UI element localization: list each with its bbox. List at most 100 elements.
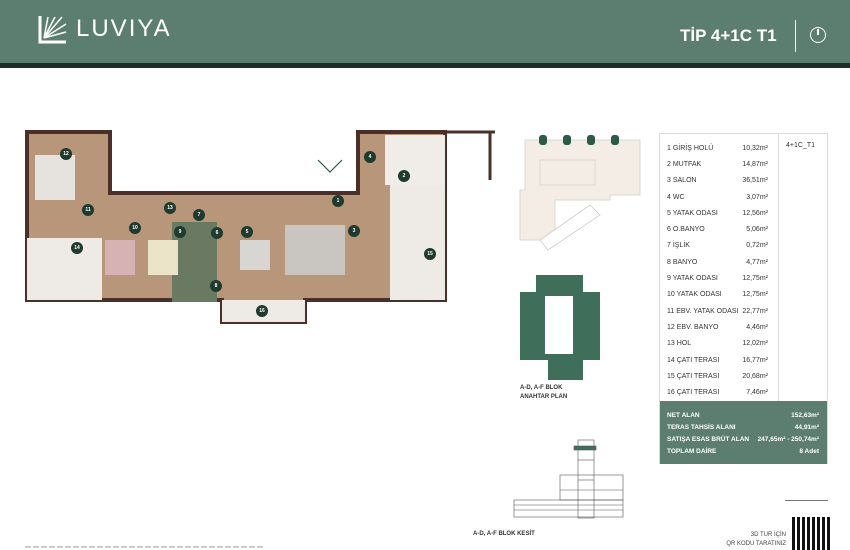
room-row: 5 YATAK ODASI 12,56m² xyxy=(660,205,778,221)
room-area: 3,07m² xyxy=(746,193,768,201)
summary-label: SATIŞA ESAS BRÜT ALAN xyxy=(667,435,750,443)
summary-value: 152,63m² xyxy=(791,411,819,419)
room-name: 6 O.BANYO xyxy=(667,226,705,234)
summary-label: NET ALAN xyxy=(667,411,700,419)
header-separator xyxy=(795,20,796,52)
summary-value: 44,91m² xyxy=(794,423,819,431)
column-divider xyxy=(778,134,779,401)
room-area: 10,32m² xyxy=(742,144,768,152)
room-marker-3: 3 xyxy=(348,225,360,237)
room-area: 4,46m² xyxy=(746,323,768,331)
section-caption: A-D, A-F BLOK KESİT xyxy=(473,531,535,537)
summary-row: SATIŞA ESAS BRÜT ALAN 247,65m² - 250,74m² xyxy=(667,433,819,445)
room-row: 14 ÇATI TERASI 16,77m² xyxy=(660,352,778,368)
area-table: 1 GİRİŞ HOLÜ 10,32m² 2 MUTFAK 14,87m² 3 SALO… xyxy=(659,133,828,464)
area-summary: NET ALAN 152,63m² TERAS TAHSİS ALANI 44,91m… xyxy=(660,401,827,464)
room-row: 1 GİRİŞ HOLÜ 10,32m² xyxy=(660,140,778,156)
room-name: 11 EBV. YATAK ODASI xyxy=(667,307,739,315)
room-marker-8: 8 xyxy=(210,280,222,292)
room-marker-16: 16 xyxy=(256,305,268,317)
summary-row: TOPLAM DAİRE 8 Adet xyxy=(667,445,819,457)
room-area: 20,68m² xyxy=(742,372,768,380)
room-marker-14: 14 xyxy=(71,242,83,254)
room-row: 4 WC 3,07m² xyxy=(660,189,778,205)
room-row: 7 İŞLİK 0,72m² xyxy=(660,238,778,254)
room-name: 4 WC xyxy=(667,193,685,201)
summary-value: 8 Adet xyxy=(799,447,819,455)
room-row: 8 BANYO 4,77m² xyxy=(660,254,778,270)
room-list: 1 GİRİŞ HOLÜ 10,32m² 2 MUTFAK 14,87m² 3 SALO… xyxy=(660,134,778,401)
room-name: 15 ÇATI TERASI xyxy=(667,372,720,380)
header-divider xyxy=(0,63,850,68)
qr-text-1: 3D TUR İÇİN xyxy=(750,532,786,538)
room-row: 6 O.BANYO 5,06m² xyxy=(660,221,778,237)
page-title: TİP 4+1C T1 xyxy=(680,26,777,45)
room-marker-11: 11 xyxy=(82,204,94,216)
room-area: 16,77m² xyxy=(742,356,768,364)
room-marker-5: 5 xyxy=(241,226,253,238)
room-area: 0,72m² xyxy=(746,242,768,250)
footnote xyxy=(25,546,265,548)
summary-label: TERAS TAHSİS ALANI xyxy=(667,423,736,431)
qr-instructions: 3D TUR İÇİN QR KODU TARATINIZ xyxy=(720,531,786,549)
room-row: 13 HOL 12,02m² xyxy=(660,336,778,352)
logo-icon xyxy=(38,16,67,44)
qr-text-2: QR KODU TARATINIZ xyxy=(726,541,786,547)
room-row: 9 YATAK ODASI 12,75m² xyxy=(660,270,778,286)
room-marker-13: 13 xyxy=(164,202,176,214)
room-name: 2 MUTFAK xyxy=(667,160,702,168)
divider-line xyxy=(785,500,828,501)
room-name: 9 YATAK ODASI xyxy=(667,275,718,283)
room-marker-4: 4 xyxy=(364,151,376,163)
room-marker-10: 10 xyxy=(129,222,141,234)
room-area: 5,06m² xyxy=(746,226,768,234)
brand-logo: LUVIYA xyxy=(38,14,172,44)
room-marker-6: 6 xyxy=(211,227,223,239)
room-marker-9: 9 xyxy=(174,226,186,238)
room-area: 36,51m² xyxy=(742,177,768,185)
summary-label: TOPLAM DAİRE xyxy=(667,447,717,455)
room-area: 12,75m² xyxy=(742,291,768,299)
room-row: 16 ÇATI TERASI 7,46m² xyxy=(660,384,778,400)
room-area: 14,87m² xyxy=(742,160,768,168)
room-marker-1: 1 xyxy=(332,195,344,207)
room-area: 12,75m² xyxy=(742,275,768,283)
room-name: 3 SALON xyxy=(667,177,697,185)
site-plan xyxy=(519,135,641,251)
room-name: 1 GİRİŞ HOLÜ xyxy=(667,144,714,152)
room-name: 5 YATAK ODASI xyxy=(667,209,718,217)
brand-name: LUVIYA xyxy=(76,15,172,42)
room-row: 10 YATAK ODASI 12,75m² xyxy=(660,287,778,303)
north-arrow-icon xyxy=(810,27,826,43)
room-name: 7 İŞLİK xyxy=(667,242,690,250)
room-row: 3 SALON 36,51m² xyxy=(660,173,778,189)
room-area: 22,77m² xyxy=(742,307,768,315)
room-row: 12 EBV. BANYO 4,46m² xyxy=(660,319,778,335)
room-name: 13 HOL xyxy=(667,340,692,348)
block-section xyxy=(513,439,624,519)
room-name: 14 ÇATI TERASI xyxy=(667,356,720,364)
room-marker-12: 12 xyxy=(60,148,72,160)
room-marker-7: 7 xyxy=(193,209,205,221)
room-row: 15 ÇATI TERASI 20,68m² xyxy=(660,368,778,384)
room-name: 10 YATAK ODASI xyxy=(667,291,722,299)
room-area: 12,02m² xyxy=(742,340,768,348)
summary-row: TERAS TAHSİS ALANI 44,91m² xyxy=(667,421,819,433)
room-area: 12,56m² xyxy=(742,209,768,217)
room-marker-15: 15 xyxy=(424,248,436,260)
key-plan-caption-2: ANAHTAR PLAN xyxy=(520,394,568,400)
room-area: 4,77m² xyxy=(746,258,768,266)
room-name: 8 BANYO xyxy=(667,258,698,266)
key-plan-caption-1: A-D, A-F BLOK xyxy=(520,385,563,391)
qr-code[interactable] xyxy=(792,517,830,550)
room-row: 2 MUTFAK 14,87m² xyxy=(660,156,778,172)
room-name: 16 ÇATI TERASI xyxy=(667,389,720,397)
room-marker-2: 2 xyxy=(398,170,410,182)
summary-row: NET ALAN 152,63m² xyxy=(667,409,819,421)
room-name: 12 EBV. BANYO xyxy=(667,323,719,331)
summary-value: 247,65m² - 250,74m² xyxy=(757,435,819,443)
room-area: 7,46m² xyxy=(746,389,768,397)
unit-code: 4+1C_T1 xyxy=(786,142,815,149)
